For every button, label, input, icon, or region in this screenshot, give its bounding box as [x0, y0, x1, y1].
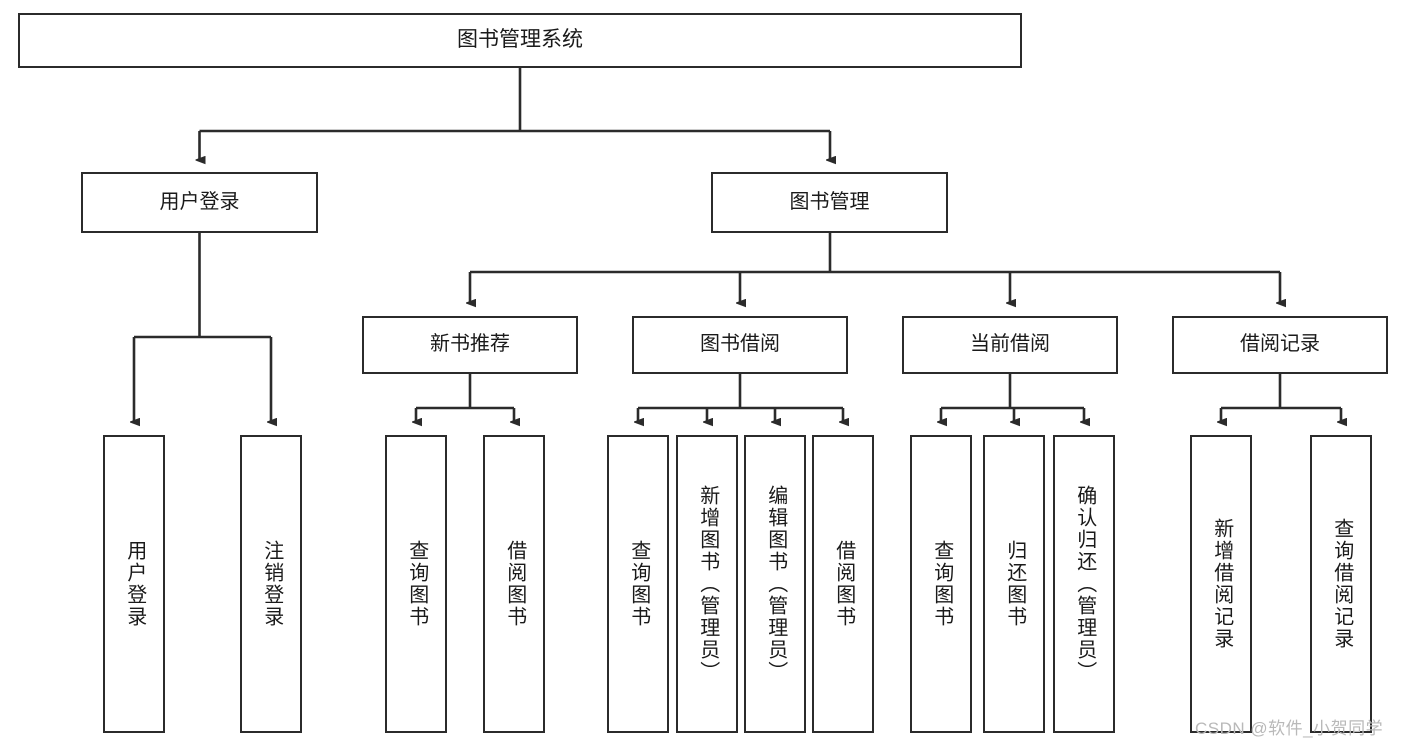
leaf-edit-book-admin[interactable]: 编辑图书（管理员） [744, 435, 806, 733]
node-root[interactable]: 图书管理系统 [18, 13, 1022, 68]
leaf-add-book-admin-label: 新增图书（管理员） [696, 485, 719, 683]
watermark: CSDN @软件_小贺同学 [1195, 719, 1384, 738]
node-book-borrow-label: 图书借阅 [700, 333, 780, 356]
leaf-return-book[interactable]: 归还图书 [983, 435, 1045, 733]
leaf-borrow-book[interactable]: 借阅图书 [812, 435, 874, 733]
leaf-query-book-borrow-label: 查询图书 [627, 540, 650, 628]
leaf-query-book-borrow[interactable]: 查询图书 [607, 435, 669, 733]
leaf-borrow-book-newbook[interactable]: 借阅图书 [483, 435, 545, 733]
leaf-borrow-book-label: 借阅图书 [832, 540, 855, 628]
leaf-confirm-return-admin[interactable]: 确认归还（管理员） [1053, 435, 1115, 733]
leaf-add-borrow-record[interactable]: 新增借阅记录 [1190, 435, 1252, 733]
node-book-management-label: 图书管理 [789, 190, 870, 213]
leaf-add-borrow-record-label: 新增借阅记录 [1210, 518, 1233, 650]
node-root-label: 图书管理系统 [457, 28, 583, 52]
leaf-user-login-label: 用户登录 [123, 540, 146, 628]
node-current-borrow[interactable]: 当前借阅 [902, 316, 1118, 374]
node-user-login[interactable]: 用户登录 [81, 172, 318, 233]
node-borrow-record[interactable]: 借阅记录 [1172, 316, 1388, 374]
leaf-query-book-newbook[interactable]: 查询图书 [385, 435, 447, 733]
node-book-management[interactable]: 图书管理 [711, 172, 948, 233]
leaf-query-book-current-label: 查询图书 [930, 540, 953, 628]
leaf-query-borrow-record-label: 查询借阅记录 [1330, 518, 1353, 650]
leaf-borrow-book-newbook-label: 借阅图书 [503, 540, 526, 628]
leaf-edit-book-admin-label: 编辑图书（管理员） [764, 485, 787, 683]
node-new-book-recommend[interactable]: 新书推荐 [362, 316, 578, 374]
node-current-borrow-label: 当前借阅 [970, 333, 1050, 356]
node-book-borrow[interactable]: 图书借阅 [632, 316, 848, 374]
leaf-confirm-return-admin-label: 确认归还（管理员） [1073, 485, 1096, 683]
leaf-logout-label: 注销登录 [260, 540, 283, 628]
node-borrow-record-label: 借阅记录 [1240, 333, 1320, 356]
node-new-book-recommend-label: 新书推荐 [430, 333, 510, 356]
leaf-query-borrow-record[interactable]: 查询借阅记录 [1310, 435, 1372, 733]
leaf-query-book-current[interactable]: 查询图书 [910, 435, 972, 733]
leaf-return-book-label: 归还图书 [1003, 540, 1026, 628]
leaf-logout[interactable]: 注销登录 [240, 435, 302, 733]
leaf-user-login[interactable]: 用户登录 [103, 435, 165, 733]
leaf-query-book-newbook-label: 查询图书 [405, 540, 428, 628]
leaf-add-book-admin[interactable]: 新增图书（管理员） [676, 435, 738, 733]
node-user-login-label: 用户登录 [159, 190, 240, 213]
